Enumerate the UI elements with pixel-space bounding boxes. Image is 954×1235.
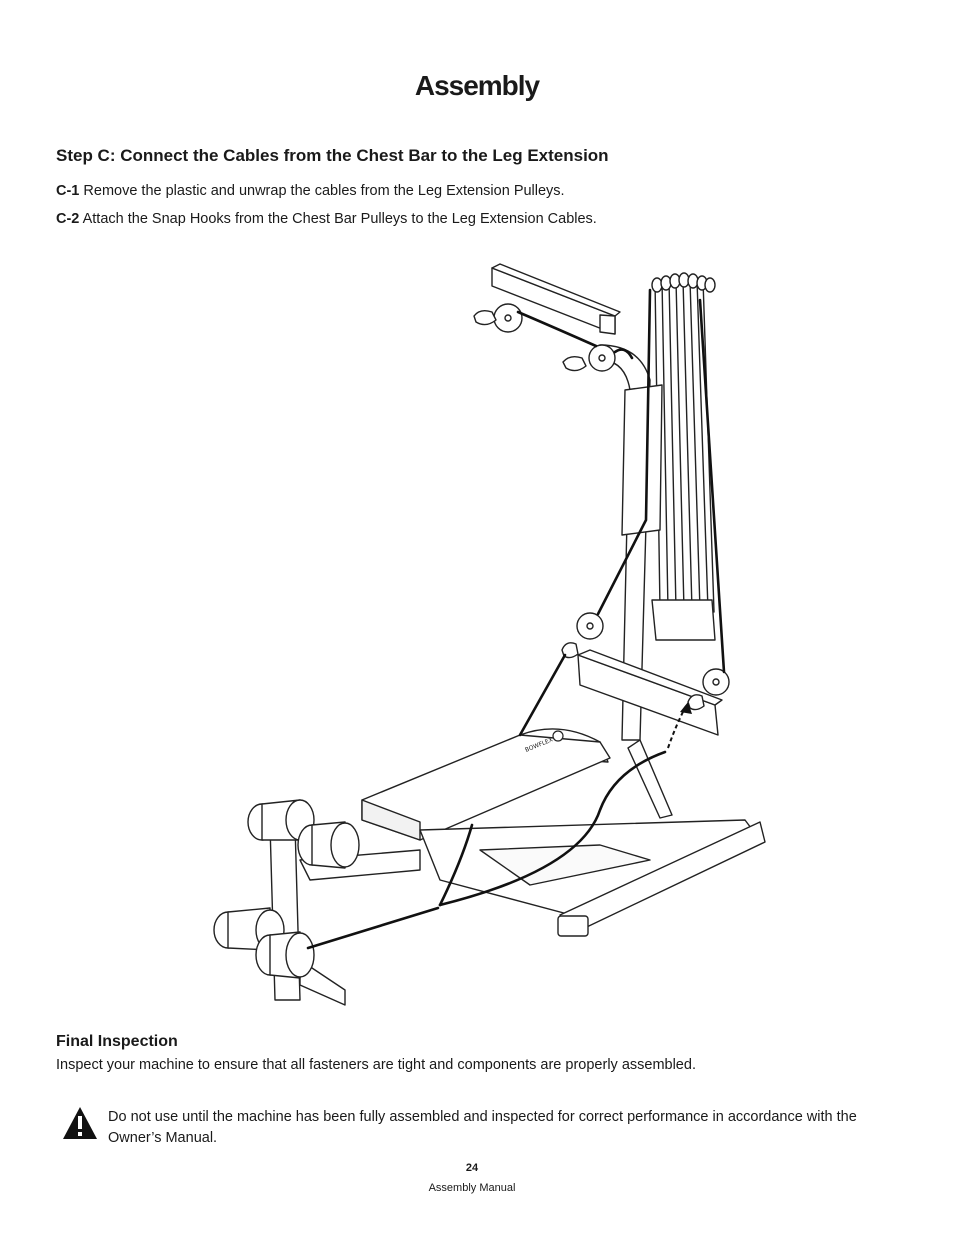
assembly-figure: BOWFLEX	[205, 262, 775, 1014]
step-label-c2: C-2	[56, 211, 80, 227]
step-heading: Step C: Connect the Cables from the Ches…	[56, 146, 609, 165]
final-inspection-heading: Final Inspection	[56, 1033, 178, 1050]
warning-text: Do not use until the machine has been fu…	[108, 1109, 857, 1146]
page-title: Assembly	[414, 70, 540, 101]
step-text-c1: Remove the plastic and unwrap the cables…	[79, 183, 565, 199]
home-gym-assembly-illustration: BOWFLEX	[213, 263, 766, 1006]
page-number: 24	[465, 1162, 479, 1174]
step-text-c2: Attach the Snap Hooks from the Chest Bar…	[79, 211, 597, 227]
step-label-c1: C-1	[56, 183, 80, 199]
footer-text: Assembly Manual	[428, 1182, 516, 1194]
warning-triangle-icon	[63, 1107, 97, 1139]
instruction-c2: C-2 Attach the Snap Hooks from the Chest…	[56, 211, 597, 227]
instruction-c1: C-1 Remove the plastic and unwrap the ca…	[56, 183, 565, 199]
final-inspection-text: Inspect your machine to ensure that all …	[56, 1057, 696, 1073]
